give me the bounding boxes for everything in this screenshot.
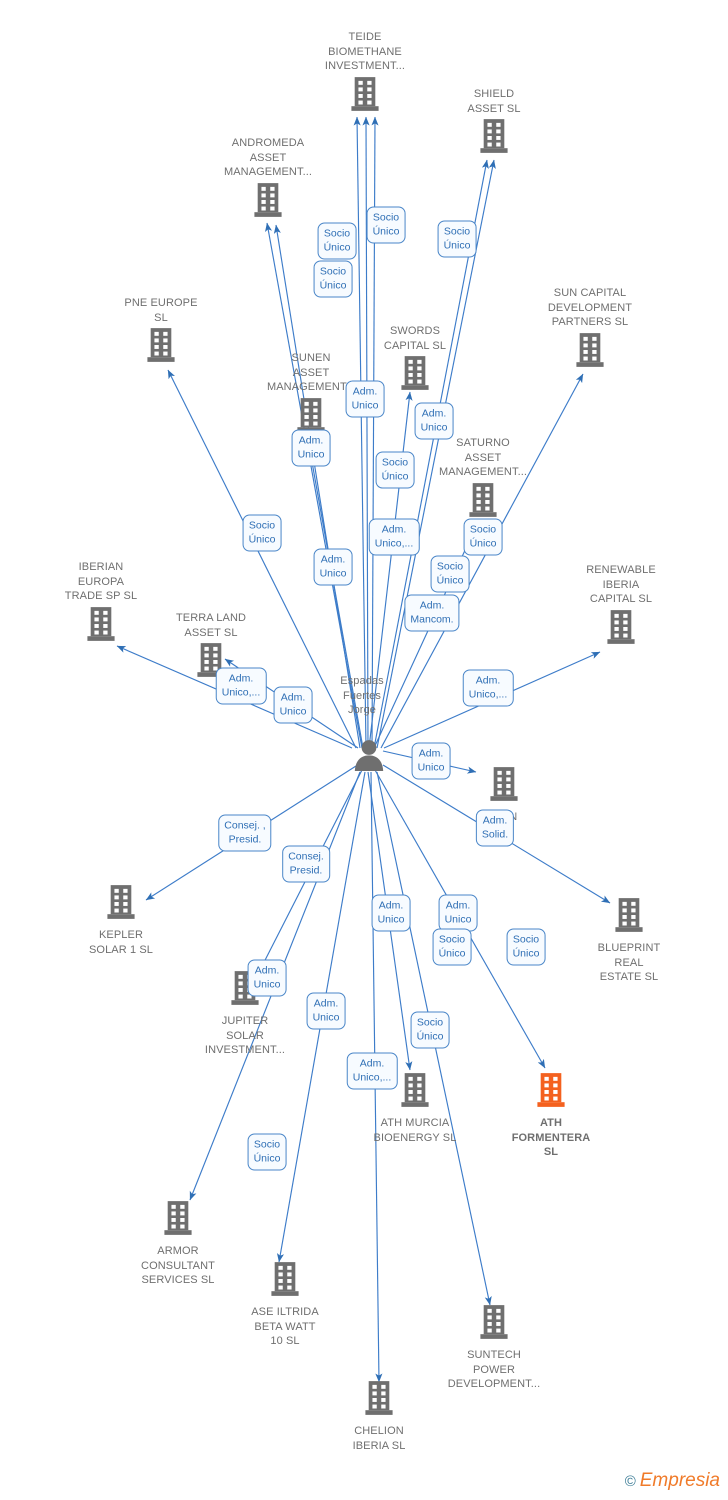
company-node-suntech[interactable]: SUNTECH POWER DEVELOPMENT... <box>429 1304 559 1392</box>
company-node-sunen[interactable]: SUNEN ASSET MANAGEMENT... <box>246 351 376 438</box>
building-icon[interactable] <box>96 327 226 368</box>
edge-label-el12[interactable]: Adm. Unico <box>313 548 353 586</box>
edge-label-el07[interactable]: Adm. Unico <box>291 429 331 467</box>
edge-label-el02[interactable]: Socio Único <box>317 222 357 260</box>
edge-label-el01[interactable]: Socio Único <box>366 206 406 244</box>
edge-label-el20[interactable]: Consej. , Presid. <box>218 814 272 852</box>
edge-label-el04[interactable]: Socio Único <box>313 260 353 298</box>
edge-label-el27[interactable]: Adm. Unico <box>306 992 346 1030</box>
company-label-renewable: RENEWABLE IBERIA CAPITAL SL <box>586 564 656 605</box>
edge-label-el14[interactable]: Adm. Mancom. <box>404 594 460 632</box>
edge-label-el28[interactable]: Socio Único <box>410 1011 450 1049</box>
company-label-suntech: SUNTECH POWER DEVELOPMENT... <box>447 1349 541 1390</box>
company-node-swords[interactable]: SWORDS CAPITAL SL <box>350 324 480 396</box>
building-icon[interactable] <box>556 609 686 650</box>
brand-name: Empresia <box>639 1470 720 1491</box>
company-label-andromeda: ANDROMEDA ASSET MANAGEMENT... <box>223 137 313 178</box>
company-node-armor[interactable]: ARMOR CONSULTANT SERVICES SL <box>113 1200 243 1288</box>
company-label-shield: SHIELD ASSET SL <box>467 88 521 115</box>
building-icon[interactable] <box>350 355 480 396</box>
edge-label-el06[interactable]: Adm. Unico <box>414 402 454 440</box>
company-label-swords: SWORDS CAPITAL SL <box>383 325 447 352</box>
company-label-sunen: SUNEN ASSET MANAGEMENT... <box>266 352 356 393</box>
company-label-armor: ARMOR CONSULTANT SERVICES SL <box>141 1245 215 1286</box>
edge-label-el11[interactable]: Socio Único <box>463 518 503 556</box>
building-icon-highlight[interactable] <box>486 1072 616 1113</box>
person-icon[interactable] <box>352 739 386 776</box>
company-node-iberian[interactable]: IBERIAN EUROPA TRADE SP SL <box>36 560 166 647</box>
edge-label-el15[interactable]: Adm. Unico,... <box>215 667 267 705</box>
company-node-kepler[interactable]: KEPLER SOLAR 1 SL <box>56 884 186 957</box>
company-label-ath_murcia: ATH MURCIA BIOENERGY SL <box>373 1117 457 1144</box>
building-icon[interactable] <box>36 606 166 647</box>
company-node-renewable[interactable]: RENEWABLE IBERIA CAPITAL SL <box>556 563 686 650</box>
company-node-blueprint[interactable]: BLUEPRINT REAL ESTATE SL <box>564 897 694 985</box>
building-icon[interactable] <box>56 884 186 925</box>
company-label-chelion: CHELION IBERIA SL <box>352 1425 406 1452</box>
building-icon[interactable] <box>429 118 559 159</box>
company-label-pne_europe: PNE EUROPE SL <box>124 297 198 324</box>
edge-label-el16[interactable]: Adm. Unico <box>273 686 313 724</box>
company-node-jupiter[interactable]: JUPITER SOLAR INVESTMENT... <box>180 970 310 1058</box>
company-label-ath_formentera: ATH FORMENTERA SL <box>511 1117 591 1158</box>
company-label-sun_capital: SUN CAPITAL DEVELOPMENT PARTNERS SL <box>547 287 633 328</box>
edge-label-el24[interactable]: Socio Único <box>432 928 472 966</box>
company-node-andromeda[interactable]: ANDROMEDA ASSET MANAGEMENT... <box>203 136 333 223</box>
building-icon[interactable] <box>113 1200 243 1241</box>
company-label-teide: TEIDE BIOMETHANE INVESTMENT... <box>324 31 406 72</box>
edge-label-el29[interactable]: Adm. Unico,... <box>346 1052 398 1090</box>
building-icon[interactable] <box>180 970 310 1011</box>
company-label-terra_land: TERRA LAND ASSET SL <box>175 612 247 639</box>
empresia-watermark: © Empresia <box>625 1470 720 1492</box>
building-icon[interactable] <box>314 1380 444 1421</box>
edge-label-el21[interactable]: Consej. Presid. <box>282 845 330 883</box>
company-node-pne_europe[interactable]: PNE EUROPE SL <box>96 296 226 368</box>
company-label-iberian: IBERIAN EUROPA TRADE SP SL <box>64 561 138 602</box>
company-node-ase_iltrida[interactable]: ASE ILTRIDA BETA WATT 10 SL <box>220 1261 350 1349</box>
company-label-saturno: SATURNO ASSET MANAGEMENT... <box>438 437 528 478</box>
company-node-teide[interactable]: TEIDE BIOMETHANE INVESTMENT... <box>300 30 430 117</box>
building-icon[interactable] <box>246 397 376 438</box>
edge-label-el26[interactable]: Adm. Unico <box>247 959 287 997</box>
edge-label-el17[interactable]: Adm. Unico,... <box>462 669 514 707</box>
edge-label-el22[interactable]: Adm. Unico <box>371 894 411 932</box>
edge-label-el30[interactable]: Socio Único <box>247 1133 287 1171</box>
building-icon[interactable] <box>300 76 430 117</box>
company-node-ath_formentera[interactable]: ATH FORMENTERA SL <box>486 1072 616 1160</box>
edge-label-el05[interactable]: Adm. Unico <box>345 380 385 418</box>
company-node-shield[interactable]: SHIELD ASSET SL <box>429 87 559 159</box>
edge-label-el10[interactable]: Adm. Unico,... <box>368 518 420 556</box>
company-node-terra_land[interactable]: TERRA LAND ASSET SL <box>146 611 276 683</box>
building-icon[interactable] <box>203 182 333 223</box>
edge-label-el08[interactable]: Socio Único <box>375 451 415 489</box>
building-icon[interactable] <box>350 1072 480 1113</box>
building-icon[interactable] <box>418 482 548 523</box>
building-icon[interactable] <box>525 332 655 373</box>
company-label-ase_iltrida: ASE ILTRIDA BETA WATT 10 SL <box>251 1306 319 1347</box>
edge-label-el18[interactable]: Adm. Unico <box>411 742 451 780</box>
edge-label-el25[interactable]: Socio Único <box>506 928 546 966</box>
company-label-kepler: KEPLER SOLAR 1 SL <box>89 929 153 956</box>
edge-person-to-andromeda <box>273 224 361 749</box>
copyright-symbol: © <box>624 1472 636 1490</box>
edge-person-to-andromeda <box>265 222 363 749</box>
company-node-saturno[interactable]: SATURNO ASSET MANAGEMENT... <box>418 436 548 523</box>
edge-label-el23[interactable]: Adm. Unico <box>438 894 478 932</box>
building-icon[interactable] <box>439 766 569 807</box>
company-node-ath_murcia[interactable]: ATH MURCIA BIOENERGY SL <box>350 1072 480 1145</box>
edge-label-el19[interactable]: Adm. Solid. <box>475 809 515 847</box>
edge-label-el09[interactable]: Socio Único <box>242 514 282 552</box>
company-node-chelion[interactable]: CHELION IBERIA SL <box>314 1380 444 1453</box>
edge-label-el13[interactable]: Socio Único <box>430 555 470 593</box>
building-icon[interactable] <box>564 897 694 938</box>
building-icon[interactable] <box>429 1304 559 1345</box>
edge-label-el03[interactable]: Socio Único <box>437 220 477 258</box>
company-label-jupiter: JUPITER SOLAR INVESTMENT... <box>204 1015 286 1056</box>
company-node-sun_capital[interactable]: SUN CAPITAL DEVELOPMENT PARTNERS SL <box>525 286 655 373</box>
building-icon[interactable] <box>146 642 276 683</box>
company-label-blueprint: BLUEPRINT REAL ESTATE SL <box>597 942 661 983</box>
building-icon[interactable] <box>220 1261 350 1302</box>
